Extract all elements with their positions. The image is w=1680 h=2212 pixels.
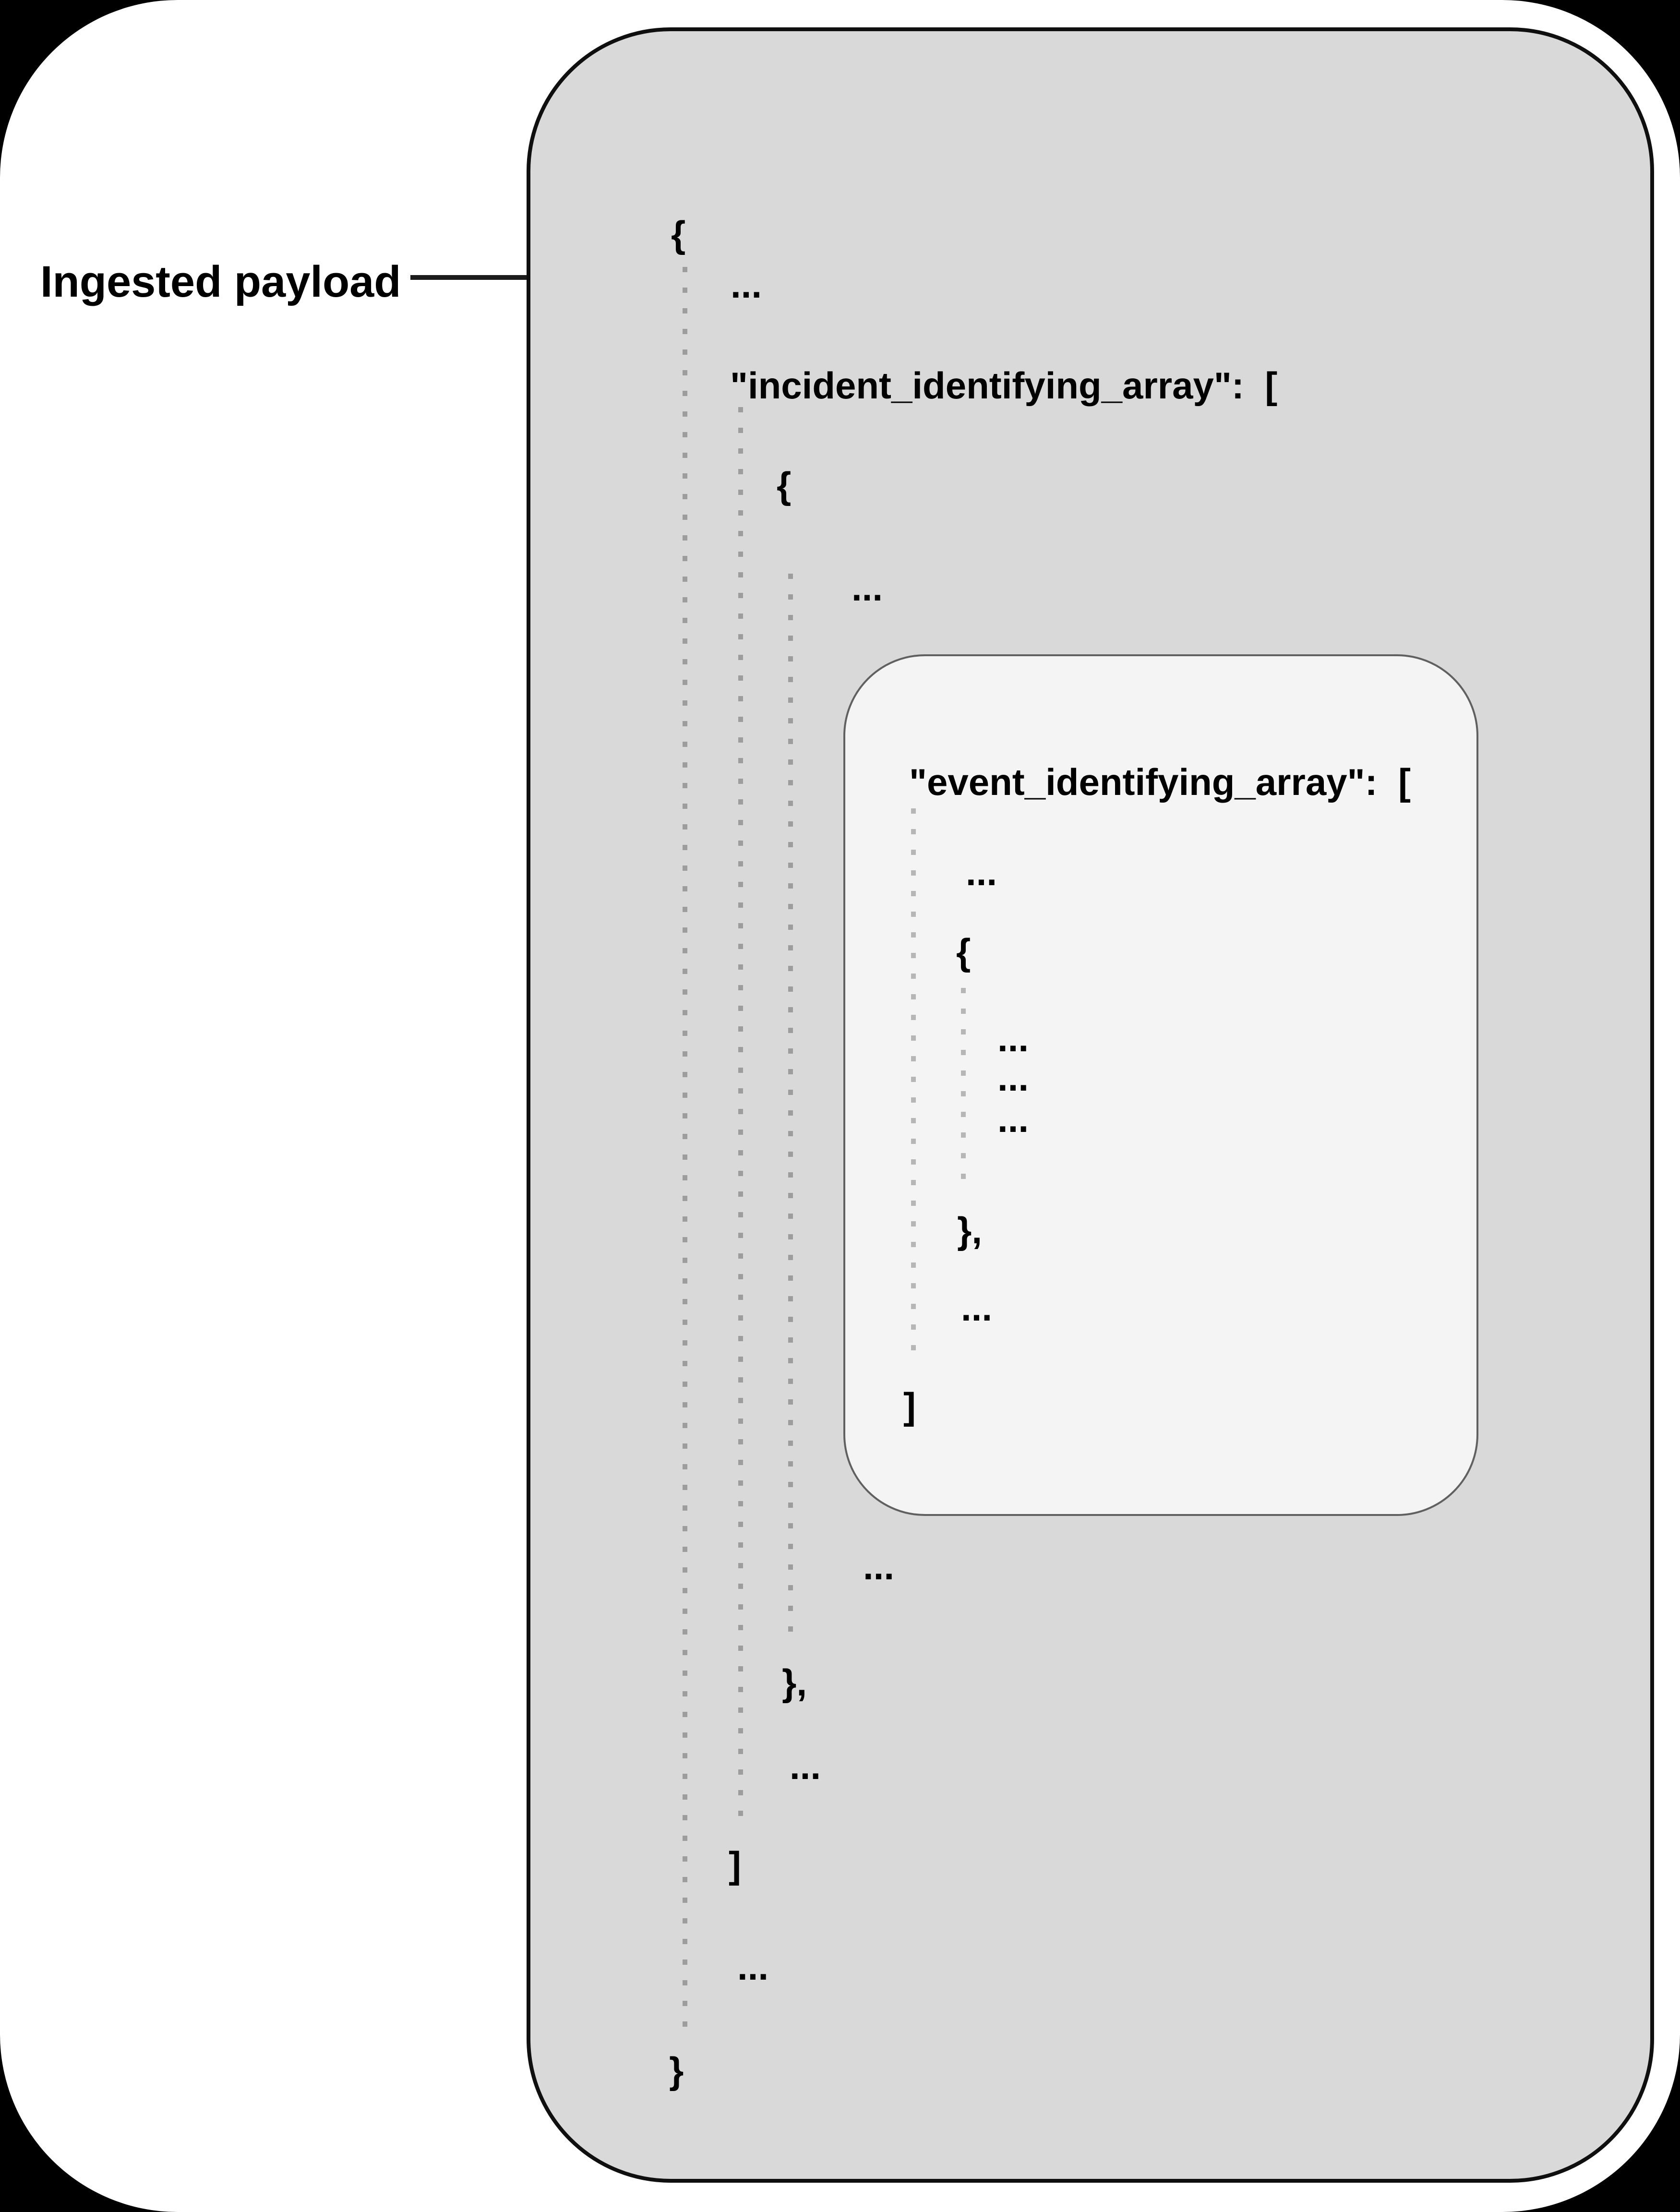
incident-item-open-brace: {: [777, 464, 792, 506]
event-array-close-bracket: ]: [903, 1385, 916, 1427]
event-item-ellipsis-1: ...: [997, 1017, 1029, 1059]
indent-guide-event-level-1: [911, 808, 916, 1365]
indent-guide-level-1: [683, 267, 687, 2030]
incident-item-ellipsis-top: ...: [852, 566, 883, 609]
incident-item-close-brace: },: [782, 1661, 807, 1704]
payload-ellipsis-top: ...: [731, 264, 762, 306]
indent-guide-level-2: [738, 407, 743, 1821]
ingested-payload-label: Ingested payload: [40, 257, 401, 306]
payload-ellipsis-bottom: ...: [737, 1946, 769, 1988]
incident-item-ellipsis-bottom: ...: [863, 1545, 895, 1587]
event-item-ellipsis-2: ...: [997, 1057, 1029, 1099]
event-array-ellipsis-top: ...: [966, 851, 997, 893]
payload-close-brace: }: [669, 2049, 684, 2092]
indent-guide-event-level-2: [961, 988, 966, 1182]
incident-array-key: "incident_identifying_array": [: [730, 364, 1278, 407]
event-array-box: [843, 654, 1478, 1516]
incident-array-ellipsis-bottom: ...: [790, 1745, 821, 1787]
event-item-open-brace: {: [956, 931, 971, 973]
event-array-key: "event_identifying_array": [: [909, 761, 1411, 803]
incident-array-close-bracket: ]: [729, 1844, 741, 1886]
event-item-ellipsis-3: ...: [997, 1098, 1029, 1140]
payload-open-brace: {: [671, 213, 686, 255]
event-item-close-brace: },: [957, 1209, 983, 1251]
event-array-ellipsis-bottom: ...: [961, 1286, 993, 1329]
label-connector-line: [410, 275, 530, 280]
indent-guide-level-3: [788, 574, 793, 1641]
